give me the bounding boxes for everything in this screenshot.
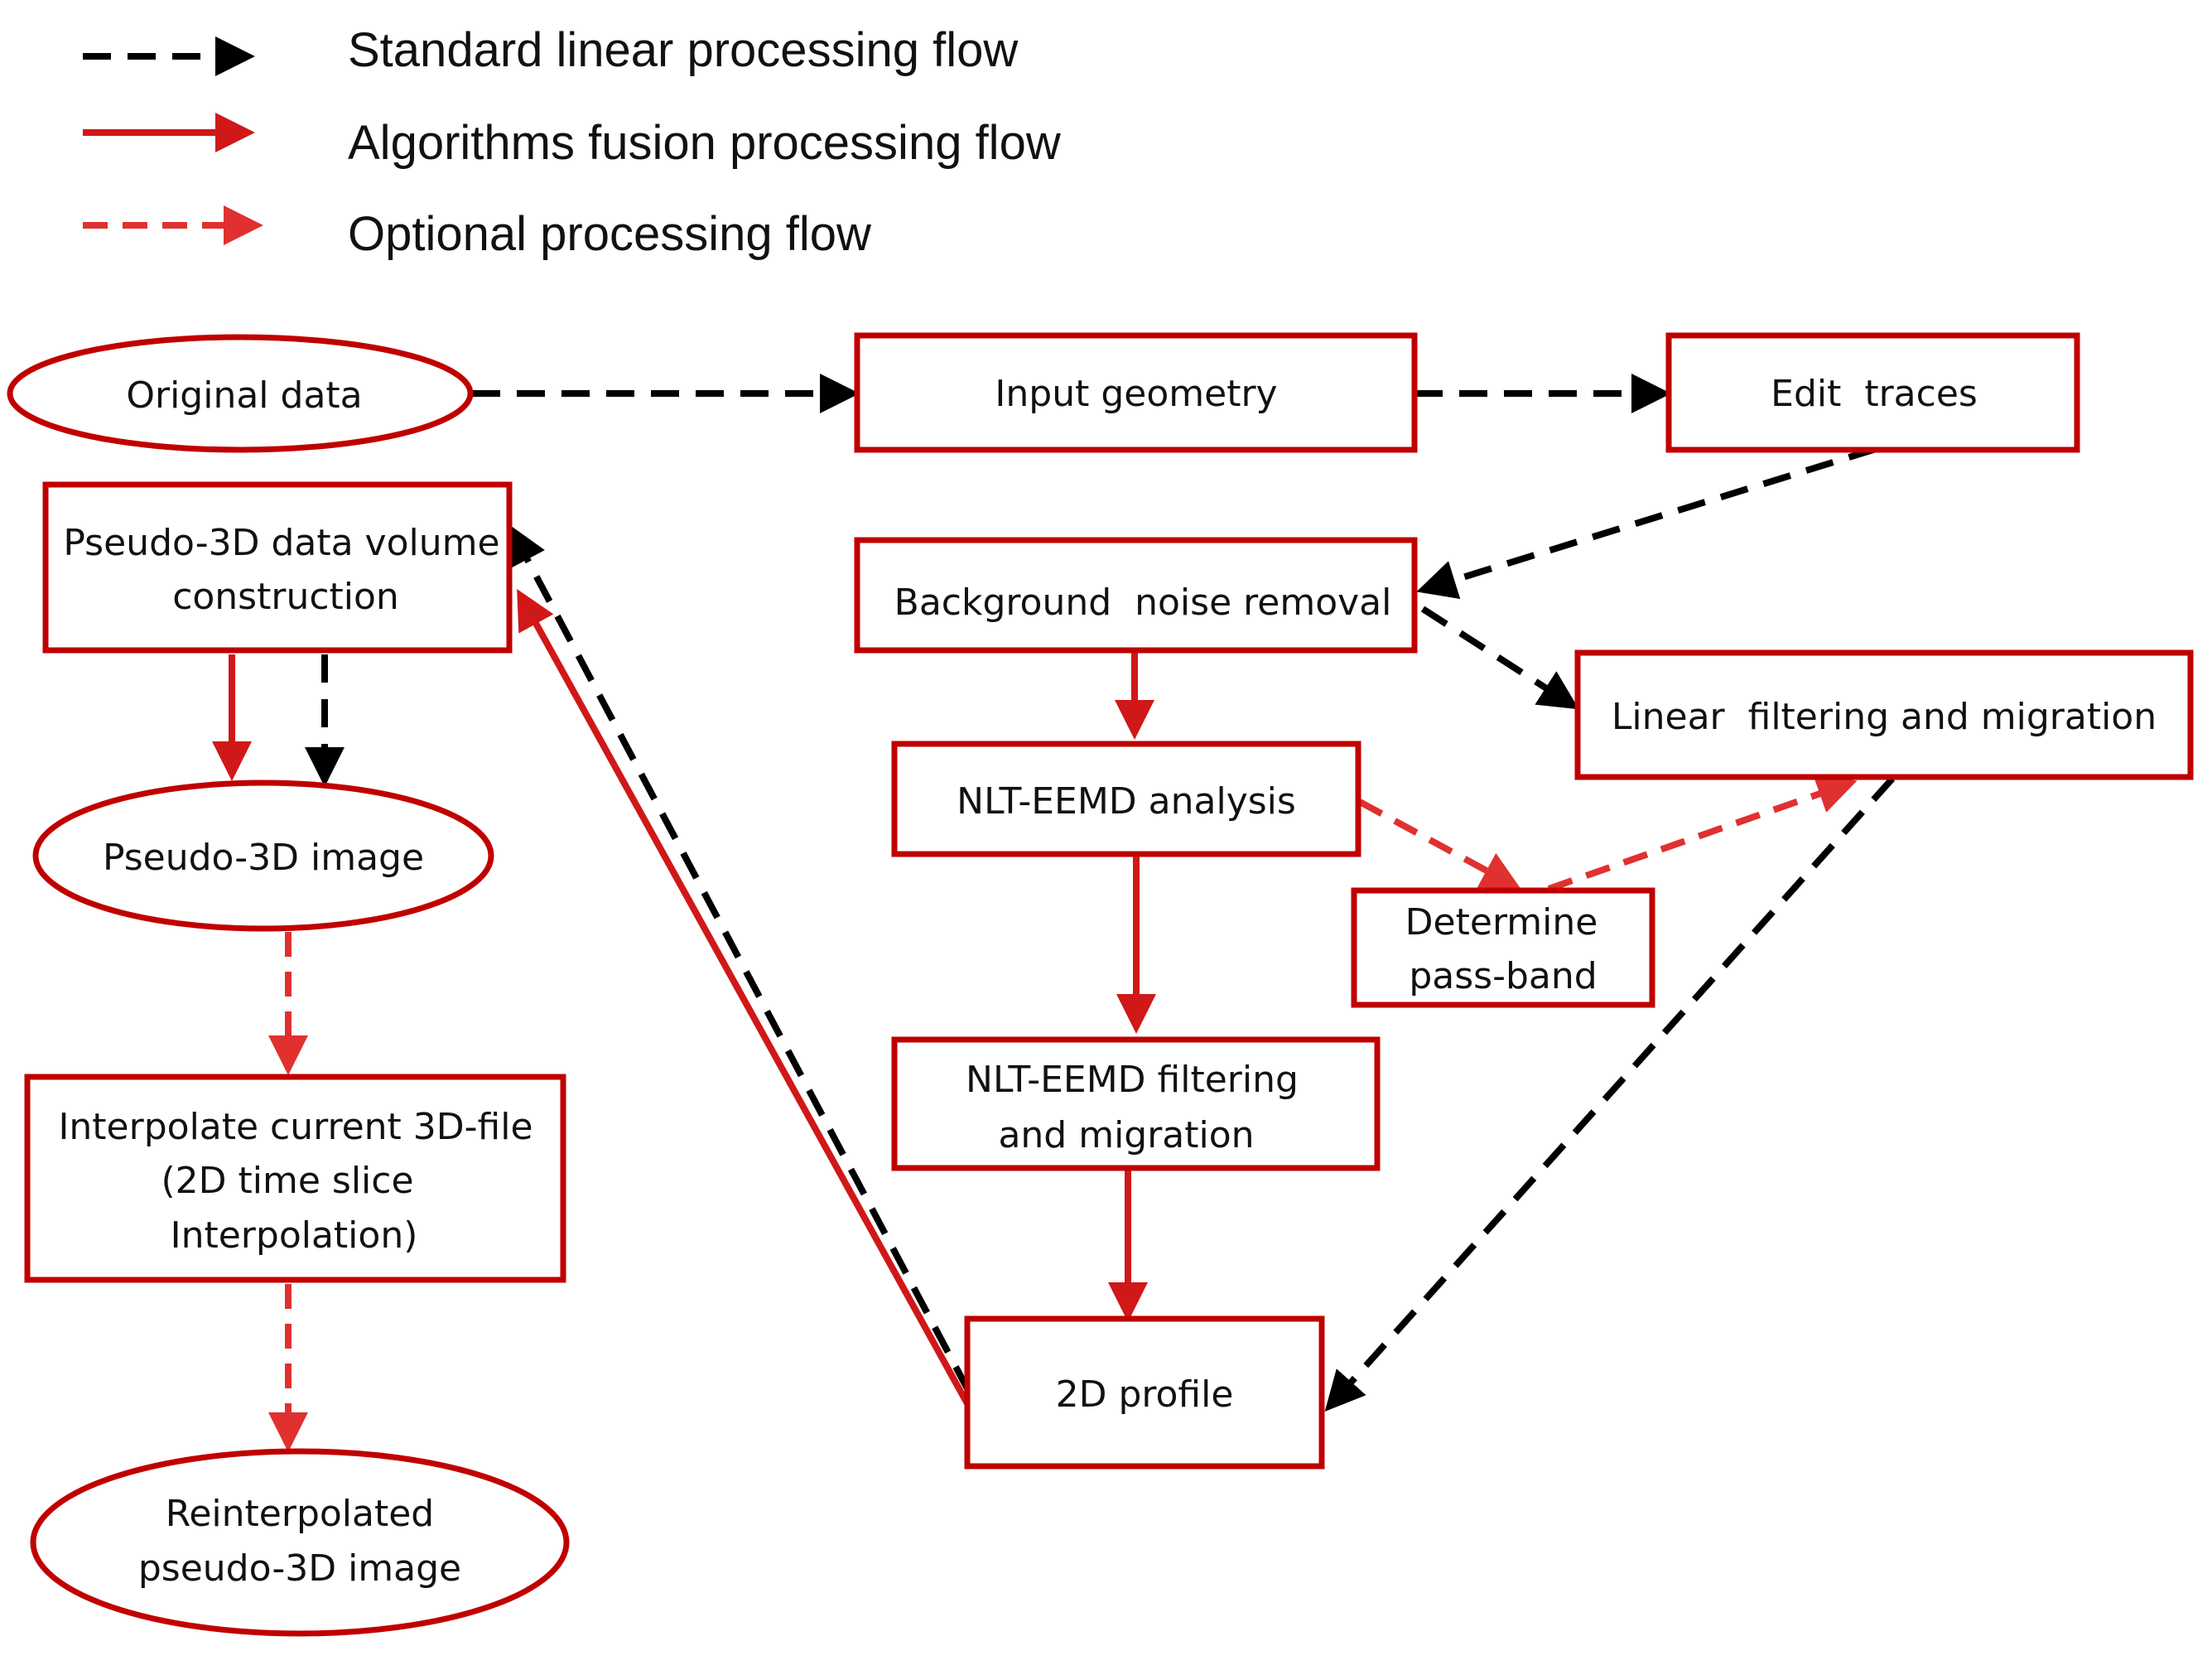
node-determine-passband-line2: pass-band [1409, 955, 1597, 997]
edge-linear-filtering-to-2d-profile [1324, 776, 1895, 1412]
node-determine-passband-line1: Determine [1405, 901, 1598, 944]
legend-fusion-label: Algorithms fusion processing flow [348, 116, 1062, 170]
edge-determine-passband-to-linear-filtering [1547, 775, 1858, 892]
legend: Standard linear processing flow Algorith… [83, 23, 1062, 261]
node-input-geometry-label: Input geometry [995, 373, 1277, 415]
node-interpolate: Interpolate current 3D-file (2D time sli… [24, 1074, 566, 1283]
edge-2d-profile-to-pseudo3d-volume-standard [508, 524, 972, 1393]
node-linear-filtering-label: Linear filtering and migration [1612, 696, 2157, 738]
node-edit-traces: Edit traces [1665, 332, 2080, 453]
node-pseudo3d-volume-line1: Pseudo-3D data volume [63, 522, 499, 564]
legend-item-standard: Standard linear processing flow [83, 23, 1019, 77]
node-interpolate-line3: Interpolation) [171, 1214, 418, 1257]
node-pseudo3d-volume-line2: construction [172, 576, 399, 618]
node-pseudo3d-image-label: Pseudo-3D image [103, 837, 424, 879]
node-pseudo3d-volume: Pseudo-3D data volume construction [42, 481, 513, 654]
edge-2d-profile-to-pseudo3d-volume-fusion [517, 588, 972, 1408]
node-nlt-filtering-line2: and migration [998, 1114, 1254, 1156]
node-input-geometry: Input geometry [854, 332, 1418, 453]
node-pseudo3d-image: Pseudo-3D image [32, 779, 494, 932]
node-original-data: Original data [7, 334, 474, 453]
legend-optional-label: Optional processing flow [348, 207, 872, 261]
legend-standard-label: Standard linear processing flow [348, 23, 1019, 77]
node-nlt-analysis: NLT-EEMD analysis [891, 741, 1361, 857]
node-2d-profile-label: 2D profile [1056, 1373, 1234, 1416]
node-background-noise: Background noise removal [854, 537, 1418, 654]
node-original-data-label: Original data [126, 374, 362, 417]
node-nlt-filtering: NLT-EEMD filtering and migration [891, 1036, 1381, 1171]
node-reinterpolated-line2: pseudo-3D image [138, 1547, 461, 1590]
node-edit-traces-label: Edit traces [1771, 373, 1978, 415]
edge-background-noise-to-linear-filtering [1420, 606, 1579, 710]
node-interpolate-line1: Interpolate current 3D-file [58, 1106, 533, 1148]
node-2d-profile: 2D profile [964, 1315, 1325, 1470]
node-nlt-filtering-line1: NLT-EEMD filtering [966, 1059, 1299, 1101]
node-interpolate-line2: (2D time slice [161, 1160, 413, 1202]
node-reinterpolated: Reinterpolated pseudo-3D image [30, 1448, 570, 1637]
node-determine-passband: Determine pass-band [1351, 887, 1655, 1008]
node-linear-filtering: Linear filtering and migration [1574, 649, 2194, 780]
edges [212, 374, 1895, 1452]
nodes: Original data Input geometry Edit traces… [7, 332, 2194, 1637]
node-nlt-analysis-label: NLT-EEMD analysis [957, 780, 1296, 823]
node-background-noise-label: Background noise removal [894, 582, 1392, 624]
edge-nlt-analysis-to-determine-passband [1358, 799, 1522, 890]
legend-item-optional: Optional processing flow [83, 205, 872, 261]
legend-item-fusion: Algorithms fusion processing flow [83, 113, 1062, 170]
edge-edit-traces-to-background-noise [1416, 446, 1877, 600]
node-reinterpolated-line1: Reinterpolated [166, 1493, 434, 1535]
